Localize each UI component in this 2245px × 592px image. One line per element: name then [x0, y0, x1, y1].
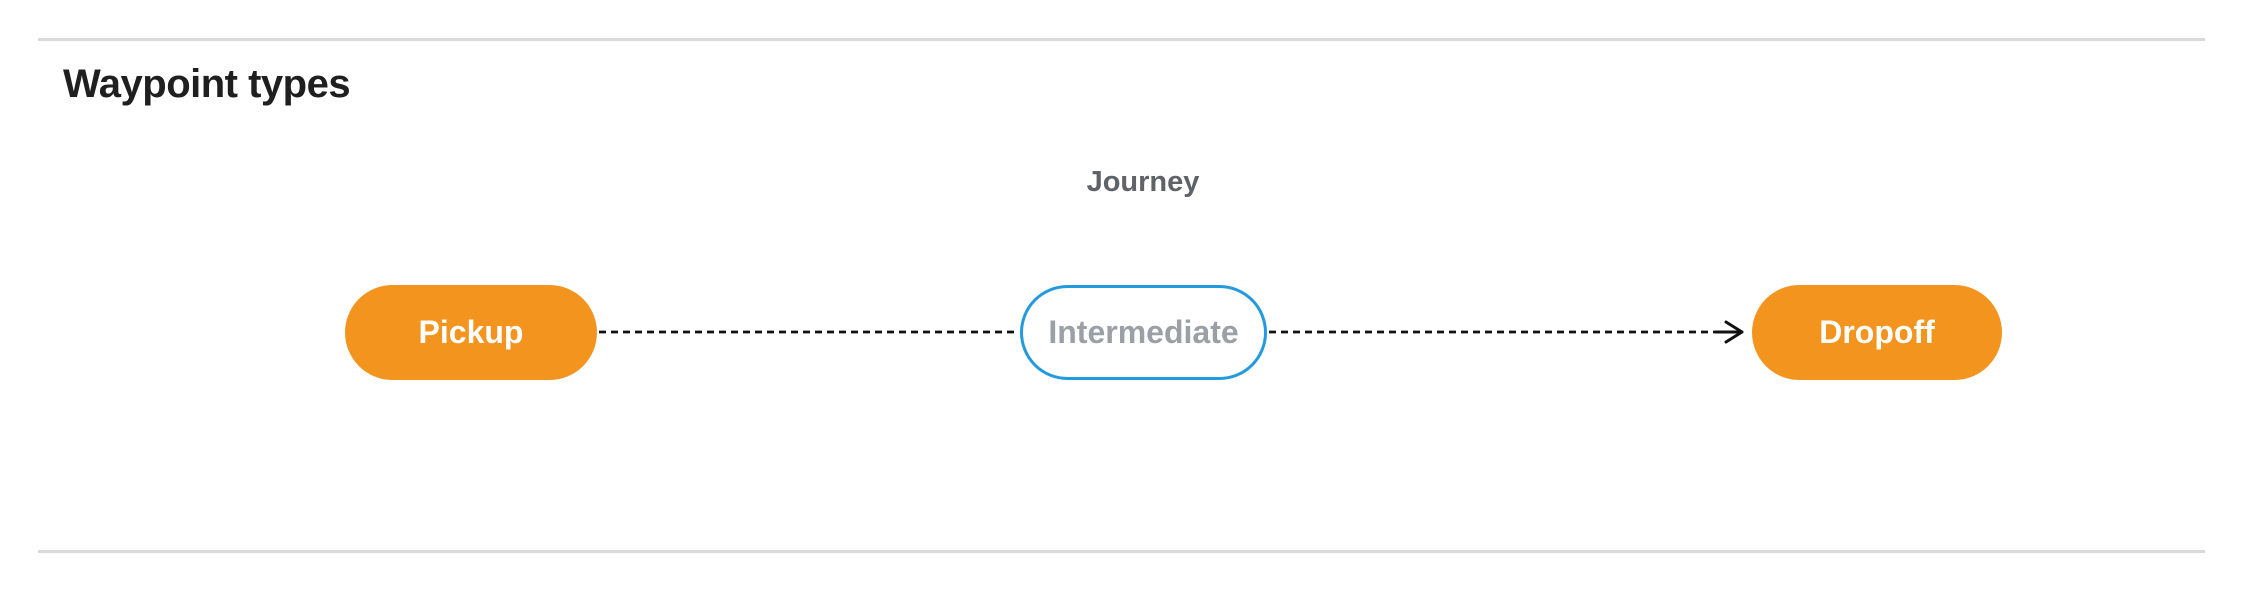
node-intermediate: Intermediate	[1020, 285, 1267, 380]
top-divider	[38, 38, 2205, 41]
node-pickup: Pickup	[345, 285, 597, 380]
node-pickup-label: Pickup	[418, 314, 524, 350]
node-dropoff-label: Dropoff	[1819, 314, 1935, 350]
node-intermediate-label: Intermediate	[1048, 314, 1239, 350]
bottom-divider	[38, 550, 2205, 553]
page-title: Waypoint types	[63, 62, 351, 106]
node-dropoff: Dropoff	[1752, 285, 2002, 380]
journey-group-label: Journey	[1086, 166, 1200, 198]
